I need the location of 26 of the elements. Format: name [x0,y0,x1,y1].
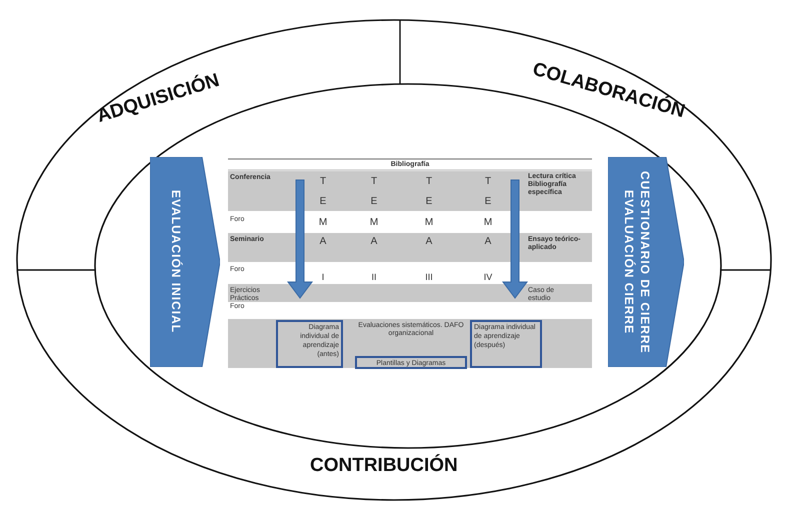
table-letter: T [370,176,378,188]
arrow-text: CUESTIONARIO DE CIERRE [638,170,652,354]
table-letter: M [424,217,434,229]
roman-numeral: I [320,272,326,282]
roman-numeral: II [370,272,378,282]
table-letter: A [424,236,434,248]
table-letter: A [484,236,492,248]
roman-numeral: IV [482,272,494,282]
arrow-text: EVALUACIÓN INICIAL [169,190,183,334]
section-title: CONTRIBUCIÓN [310,455,458,477]
table-letter: T [424,176,434,188]
table-letter: E [484,196,492,208]
table-letter: M [368,217,380,229]
table-letter: E [318,196,328,208]
pentagon-arrow [608,157,684,367]
table-letter: A [370,236,378,248]
table-letter: T [318,176,328,188]
roman-numeral: III [424,272,434,282]
table-letter: M [318,217,328,229]
table-letter: E [424,196,434,208]
pentagon-arrow [150,157,220,367]
table-letter: A [318,236,328,248]
table-letter: T [484,176,492,188]
table-letter: E [370,196,378,208]
arrow-text: EVALUACIÓN CIERRE [622,190,636,334]
table-letter: M [482,217,494,229]
